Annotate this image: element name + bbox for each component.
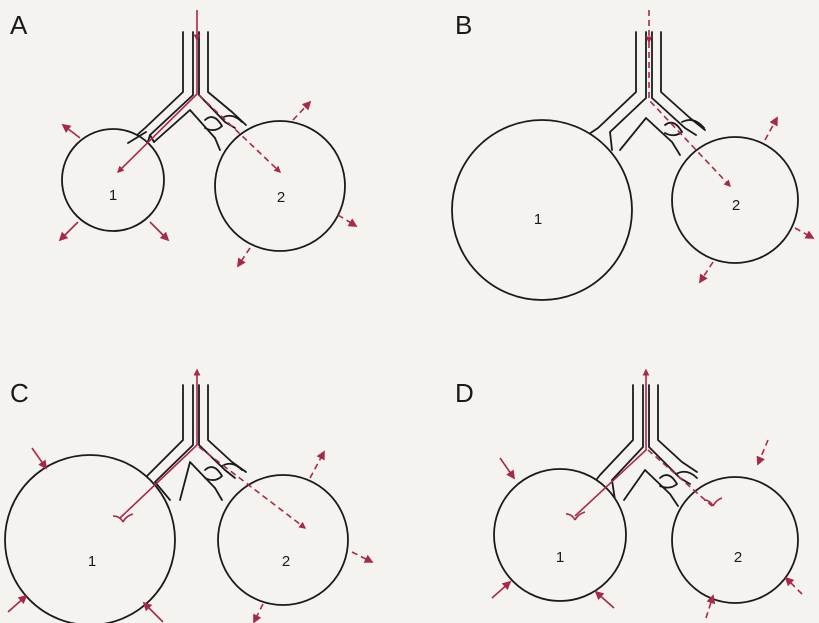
expansion-arrow xyxy=(700,262,713,282)
alveolus-1 xyxy=(452,120,632,300)
expansion-arrow xyxy=(60,222,78,240)
compression-arrow xyxy=(8,596,26,612)
alveolus-1 xyxy=(494,469,626,601)
expansion-arrow xyxy=(293,102,310,120)
alveolus-1-label: 1 xyxy=(88,553,96,570)
airway xyxy=(580,32,705,155)
expansion-arrow xyxy=(352,552,372,562)
panel-d: D 1 2 xyxy=(455,370,802,618)
panel-letter: D xyxy=(455,378,474,408)
expansion-arrow xyxy=(254,604,263,622)
expansion-arrow xyxy=(150,222,168,240)
alveolus-2-label: 2 xyxy=(282,553,290,570)
alveolus-1-label: 1 xyxy=(534,211,542,228)
expansion-arrow xyxy=(765,118,777,140)
compression-arrow xyxy=(758,440,768,464)
alveolus-1-label: 1 xyxy=(556,549,564,566)
alveolus-1 xyxy=(5,455,175,623)
alveolus-2 xyxy=(215,121,345,251)
panel-letter: C xyxy=(10,378,29,408)
expansion-arrow xyxy=(338,215,356,226)
panel-a: A 1 2 xyxy=(10,10,356,266)
alveolus-1 xyxy=(62,129,164,231)
panel-letter: A xyxy=(10,10,28,40)
alveolus-2 xyxy=(218,475,348,605)
alveolus-2-label: 2 xyxy=(277,189,285,206)
expansion-arrow xyxy=(310,452,324,478)
compression-arrow xyxy=(786,578,802,594)
compression-arrow xyxy=(492,582,510,598)
expansion-arrow xyxy=(63,125,80,138)
compression-arrow xyxy=(596,592,614,608)
expansion-arrow xyxy=(238,248,250,266)
alveolus-2 xyxy=(672,477,798,603)
compression-arrow xyxy=(500,458,514,478)
alveolus-2-label: 2 xyxy=(734,549,742,566)
alveolus-1-label: 1 xyxy=(109,187,117,204)
alveolus-2-label: 2 xyxy=(732,197,740,214)
compression-arrow xyxy=(144,603,163,622)
compression-arrow xyxy=(32,448,46,468)
expansion-arrow xyxy=(795,228,813,238)
flow-from-alveolus-2 xyxy=(648,450,712,506)
panel-letter: B xyxy=(455,10,472,40)
panel-c: C 1 2 xyxy=(5,370,372,623)
panel-b: B 1 2 xyxy=(452,10,813,300)
